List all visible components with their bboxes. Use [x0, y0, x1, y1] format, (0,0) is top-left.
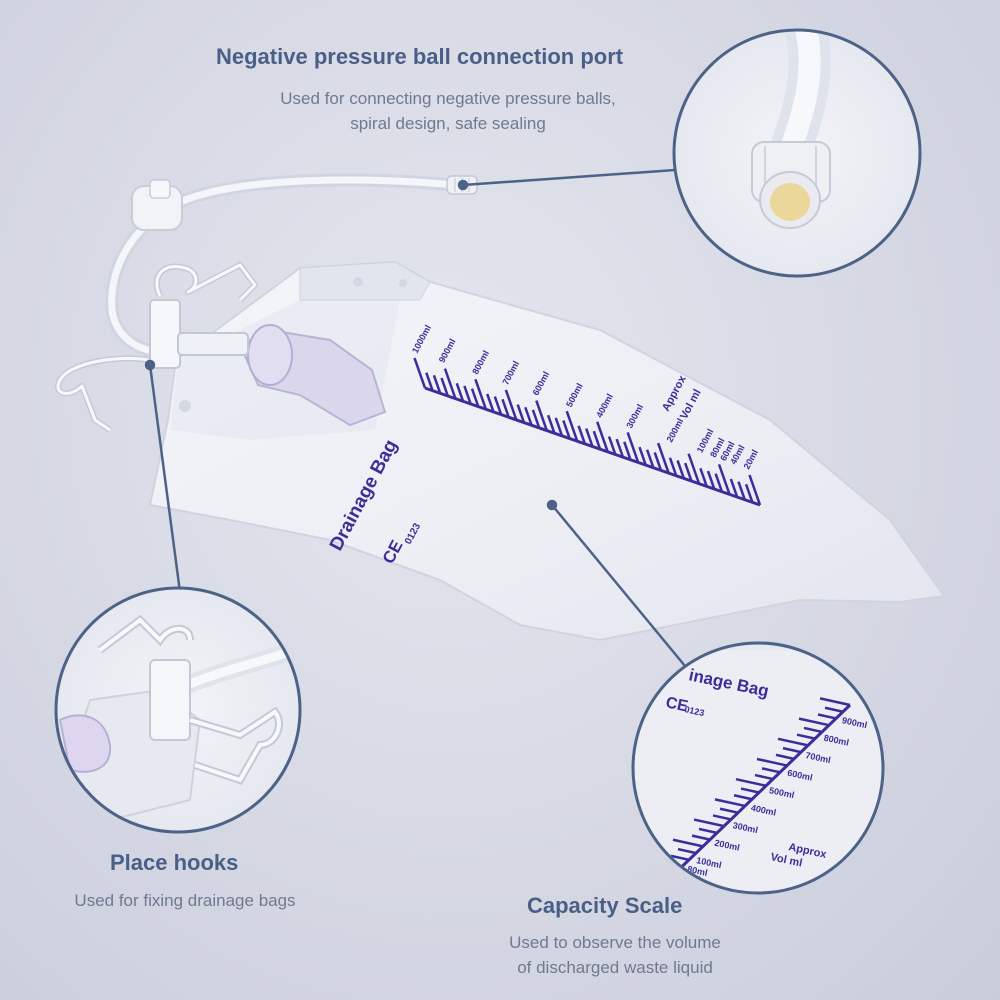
- scale-desc-line2: of discharged waste liquid: [517, 958, 713, 977]
- bag-scale-tick: [463, 385, 472, 405]
- port-title: Negative pressure ball connection port: [216, 44, 624, 69]
- bag-scale-tick: [432, 374, 442, 394]
- zoom-scale-tick: [740, 787, 760, 794]
- bag-scale-tick: [474, 378, 488, 410]
- hooks-zoom-circle: [54, 586, 302, 834]
- bag-scale-tick: [687, 453, 701, 485]
- zoom-scale-tick: [735, 777, 767, 787]
- zoom-scale-tick: [714, 798, 746, 808]
- zoom-scale-tick: [796, 733, 816, 740]
- bag-scale-tick: [562, 420, 571, 439]
- zoom-scale-tick: [798, 717, 830, 727]
- zoom-scale-tick: [656, 868, 676, 875]
- bag-scale-tick: [516, 404, 526, 423]
- bag-scale-tick: [470, 388, 480, 408]
- bag-scale-tick: [668, 457, 678, 477]
- bag-scale-tick: [676, 459, 686, 479]
- zoom-scale-tick: [756, 757, 788, 767]
- zoom-scale-tick: [649, 874, 669, 882]
- bag-scale-tick: [443, 368, 457, 400]
- bag-scale-tick: [653, 452, 663, 471]
- zoom-scale-tick: [677, 847, 697, 855]
- bag-scale-tick: [565, 410, 579, 442]
- bag-scale-tick: [607, 436, 617, 455]
- bag-scale-tick: [717, 463, 731, 495]
- bag-scale-tick: [531, 409, 541, 429]
- zoom-scale-tick: [719, 807, 739, 814]
- bag-scale-tick: [493, 396, 503, 416]
- bag-scale-tick: [592, 430, 602, 450]
- bag-scale-tick: [486, 393, 495, 413]
- bag-scale-tick: [535, 400, 548, 431]
- zoom-ce-mark: CE: [664, 694, 690, 715]
- zoom-scale-tick: [670, 854, 690, 862]
- scale-title: Capacity Scale: [527, 893, 683, 918]
- bag-scale-tick: [425, 372, 434, 392]
- bag-scale-tick: [596, 421, 609, 453]
- zoom-scale-tick: [761, 767, 781, 774]
- bag-scale-tick: [748, 474, 762, 506]
- bag-scale-tick: [656, 442, 670, 474]
- bag-scale-tick: [501, 398, 510, 418]
- port-desc-line2: spiral design, safe sealing: [350, 114, 546, 133]
- bag-scale-tick: [455, 382, 465, 402]
- zoom-scale-tick: [698, 827, 718, 835]
- bag-scale-tick: [585, 428, 594, 447]
- bag-scale-tick: [546, 414, 556, 434]
- hooks-title: Place hooks: [110, 850, 239, 875]
- leader-lines: [144, 168, 691, 673]
- bag-scale-tick: [638, 446, 647, 466]
- port-zoom-circle: [672, 28, 922, 278]
- bag-scale-tick: [645, 449, 655, 469]
- zoom-scale-tick: [693, 818, 725, 828]
- bag-scale-tick: [623, 441, 632, 461]
- bag-scale-tick: [706, 470, 716, 490]
- bag-scale-tick: [504, 389, 518, 421]
- bag-scale-tick: [744, 483, 754, 503]
- bag-scale-tick: [683, 462, 693, 482]
- bag-scale-tick: [714, 473, 724, 493]
- zoom-scale-tick: [782, 746, 802, 754]
- zoom-scale-tick: [672, 838, 704, 848]
- bag-scale-tick: [737, 481, 746, 501]
- zoom-scale-tick: [712, 814, 732, 821]
- zoom-scale-tick: [777, 737, 809, 747]
- hooks-desc: Used for fixing drainage bags: [74, 891, 296, 910]
- zoom-ce-number: 0123: [684, 704, 706, 718]
- bag-scale-tick: [615, 438, 625, 458]
- zoom-scale-tick: [691, 834, 711, 841]
- bag-scale-tick: [554, 417, 564, 437]
- bag-scale-tick: [440, 377, 450, 397]
- scale-zoom-circle: 900ml800ml700ml600ml500ml400ml300ml200ml…: [631, 641, 885, 895]
- bag-scale-tick: [729, 478, 739, 498]
- bag-scale-tick: [699, 467, 708, 487]
- zoom-scale-tick: [817, 713, 837, 720]
- port-desc-line1: Used for connecting negative pressure ba…: [280, 89, 616, 108]
- zoom-scale-tick: [824, 706, 844, 713]
- zoom-scale-tick: [819, 697, 851, 707]
- zoom-scale-tick: [733, 794, 753, 801]
- zoom-scale-tick: [775, 753, 795, 761]
- zoom-scale-tick: [754, 773, 774, 781]
- zoom-scale-tick: [803, 726, 823, 734]
- bag-scale-tick: [626, 432, 640, 463]
- bag-scale-tick: [524, 406, 533, 426]
- scale-desc-line1: Used to observe the volume: [509, 933, 721, 952]
- bag-scale-tick: [413, 357, 427, 389]
- bag-scale-tick: [577, 425, 587, 445]
